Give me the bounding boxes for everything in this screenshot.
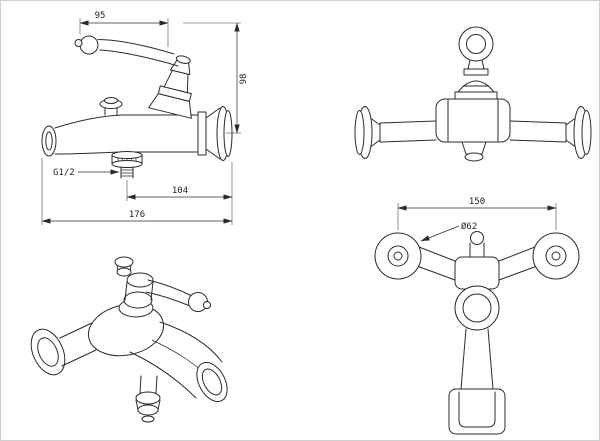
dim-98-label: 98 — [239, 74, 249, 85]
wall-flange — [205, 106, 233, 161]
handshower — [448, 285, 506, 435]
right-flange — [532, 232, 580, 280]
left-arm — [354, 106, 437, 159]
dim-diameter-62-label: Ø62 — [461, 221, 477, 232]
left-flange — [374, 232, 422, 280]
center-body — [454, 231, 500, 290]
mixer-body — [435, 98, 511, 143]
dim-150-label: 150 — [469, 197, 485, 207]
connection-arms — [416, 246, 538, 281]
diverter-popup-knob — [114, 256, 134, 277]
dim-176-label: 176 — [129, 210, 145, 220]
dim-150: 150 — [397, 197, 557, 230]
dim-176: 176 — [41, 158, 233, 225]
diverter-popup-knob — [99, 97, 123, 116]
cartridge — [123, 272, 154, 309]
lever-handle — [74, 35, 179, 67]
dim-thread-label: G1/2 — [53, 168, 75, 178]
right-arm — [509, 106, 592, 159]
dimensions-rear: 150 Ø62 — [397, 197, 557, 242]
bonnet — [454, 68, 498, 100]
view-front — [354, 26, 592, 162]
spout — [129, 321, 228, 403]
diverter-pull — [135, 375, 161, 423]
shower-outlet — [461, 141, 487, 162]
handle-ring — [458, 26, 494, 70]
view-side: 95 98 G1/2 104 — [41, 11, 249, 225]
spout — [41, 114, 123, 157]
mixer-body — [121, 111, 207, 156]
dimensions-side: 95 98 G1/2 104 — [41, 11, 249, 225]
diverter-pull — [111, 151, 143, 179]
dim-thread: G1/2 — [53, 168, 120, 178]
dim-104: 104 — [126, 162, 233, 225]
dim-95-label: 95 — [95, 11, 106, 21]
dim-98: 98 — [183, 22, 249, 134]
view-rear: 150 Ø62 — [374, 197, 580, 435]
dim-diameter-62: Ø62 — [420, 221, 477, 242]
wall-flange — [30, 321, 97, 376]
dim-95: 95 — [79, 11, 169, 47]
cartridge — [148, 55, 192, 119]
mixer-body — [87, 298, 165, 357]
lever-handle — [145, 279, 211, 312]
view-perspective — [30, 256, 228, 423]
dim-104-label: 104 — [172, 186, 188, 196]
